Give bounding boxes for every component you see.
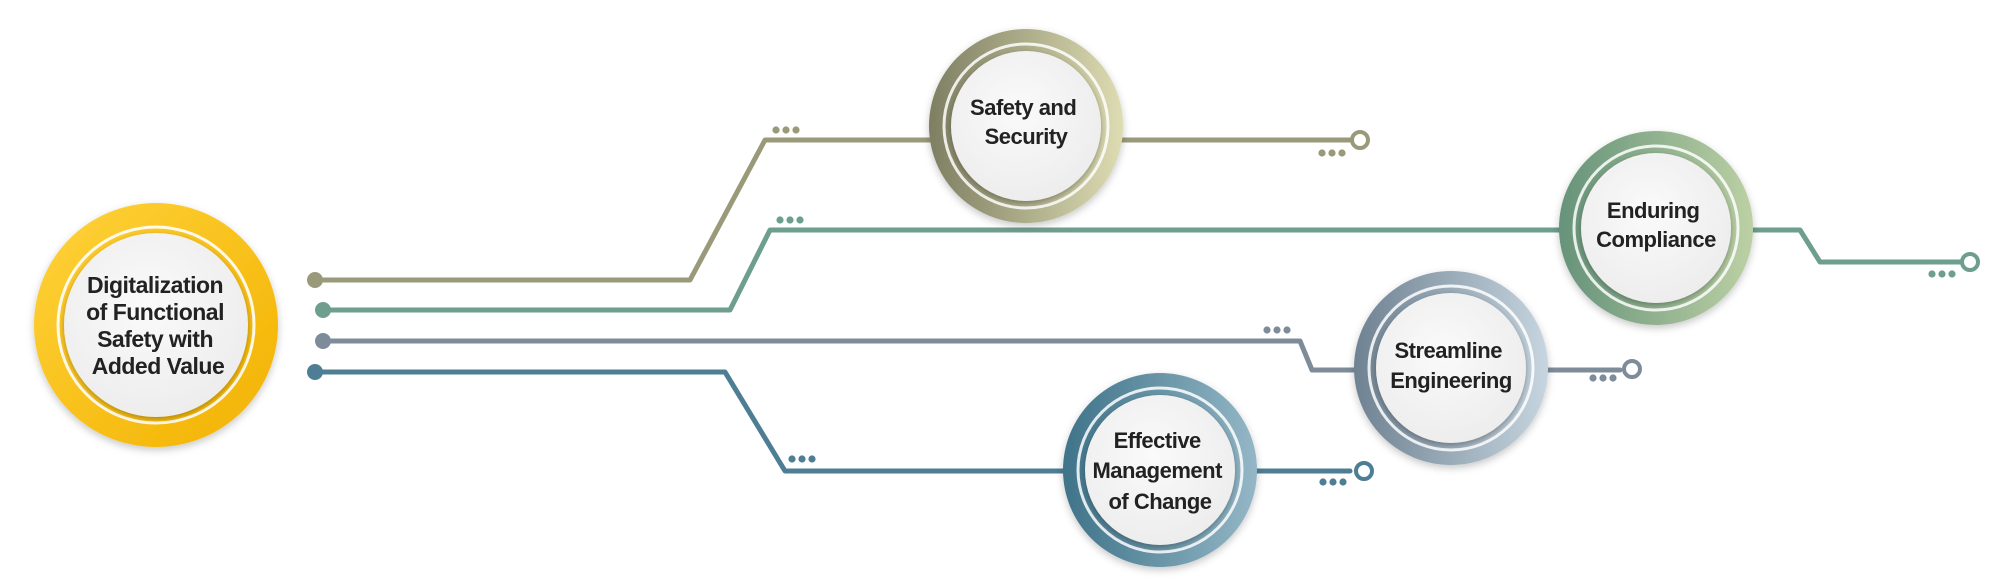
ellipsis-dots-safety-upper: [772, 126, 800, 134]
start-dot-streamline: [315, 333, 331, 349]
connector-effective-management-of-change: [307, 364, 1374, 486]
node-streamline-engineering: Streamline Engineering: [1354, 271, 1548, 465]
connector-safety-and-security: [307, 126, 1370, 288]
ellipsis-dots-streamline-lower: [1589, 374, 1617, 382]
safety-and-security-label: Safety and Security: [970, 95, 1082, 149]
connector-streamline-engineering: [315, 326, 1642, 382]
ellipsis-dots-compliance-upper: [776, 216, 804, 224]
connector-enduring-compliance: [315, 216, 1980, 318]
node-safety-and-security: Safety and Security: [929, 29, 1123, 223]
enduring-compliance-label: Enduring Compliance: [1596, 198, 1716, 252]
node-enduring-compliance: Enduring Compliance: [1559, 131, 1753, 325]
ellipsis-dots-streamline-upper: [1263, 326, 1291, 334]
end-ring-streamline: [1622, 359, 1642, 379]
node-effective-management-of-change: Effective Management of Change: [1063, 373, 1257, 567]
ellipsis-dots-change-lower: [1319, 478, 1347, 486]
end-ring-safety: [1350, 130, 1370, 150]
start-dot-compliance: [315, 302, 331, 318]
ellipsis-dots-compliance-lower: [1928, 270, 1956, 278]
effective-management-of-change-label: Effective Management of Change: [1092, 428, 1227, 514]
ellipsis-dots-change-upper: [788, 455, 816, 463]
end-ring-change: [1354, 461, 1374, 481]
end-ring-compliance: [1960, 252, 1980, 272]
start-dot-change: [307, 364, 323, 380]
hub-label: Digitalization of Functional Safety with…: [86, 272, 230, 379]
hub-node: Digitalization of Functional Safety with…: [34, 203, 278, 447]
ellipsis-dots-safety-lower: [1318, 149, 1346, 157]
start-dot-safety: [307, 272, 323, 288]
streamline-engineering-label: Streamline Engineering: [1390, 338, 1512, 393]
